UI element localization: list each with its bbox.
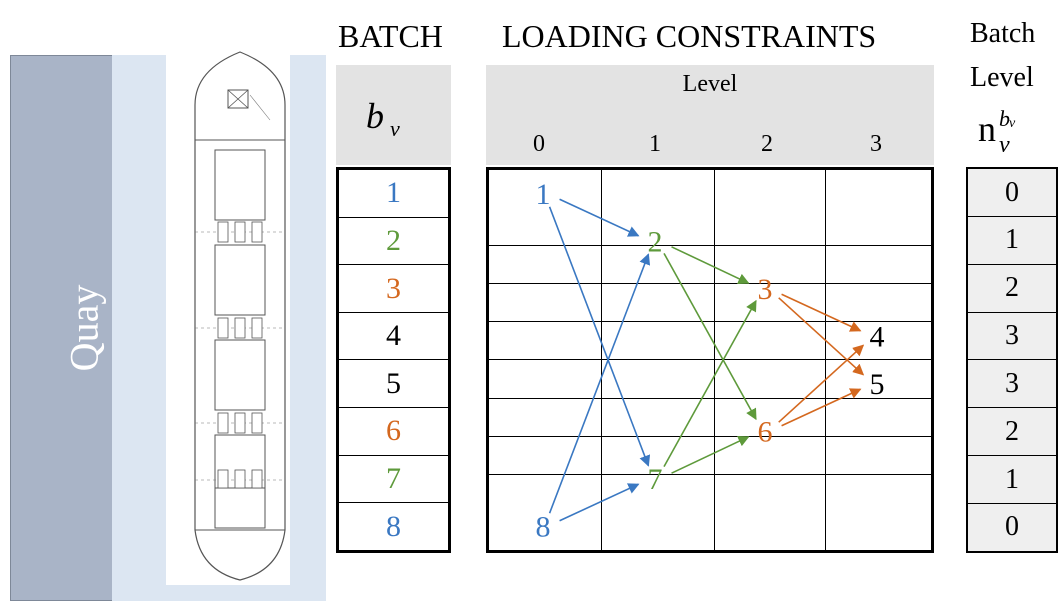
batch-node-6: 6 <box>758 415 773 448</box>
batch-level-cell: 3 <box>966 359 1058 409</box>
arrow-8-to-2 <box>548 253 651 514</box>
batch-node-1: 1 <box>536 178 551 211</box>
batch-cell: 2 <box>337 216 450 266</box>
batch-cell: 1 <box>337 168 450 218</box>
arrow-1-to-2 <box>559 198 640 237</box>
batch-level-cell: 0 <box>966 167 1058 218</box>
batch-node-5: 5 <box>870 368 885 401</box>
precedence-arrows <box>548 198 865 522</box>
level-grid <box>486 167 934 553</box>
arrow-6-to-5 <box>781 388 862 427</box>
arrow-3-to-5 <box>778 297 865 376</box>
batch-level-cell: 1 <box>966 455 1058 504</box>
arrow-8-to-7 <box>559 483 640 522</box>
batch-cell: 7 <box>337 454 450 504</box>
batch-level-cell: 0 <box>966 502 1058 553</box>
batch-header: BATCH <box>338 18 443 54</box>
arrow-7-to-6 <box>671 436 750 474</box>
level-col-2: 2 <box>761 131 773 157</box>
batch-node-4: 4 <box>870 320 885 353</box>
constraints-header: LOADING CONSTRAINTS <box>502 18 877 54</box>
level-col-0: 0 <box>533 131 545 157</box>
batch-node-7: 7 <box>648 463 663 496</box>
batch-level-cell: 3 <box>966 311 1058 361</box>
batch-table: 1 2 3 4 5 6 7 8 <box>336 167 451 553</box>
batch-node-2: 2 <box>648 225 663 258</box>
arrow-7-to-3 <box>663 299 757 468</box>
ship-diagram <box>194 51 286 581</box>
arrow-1-to-7 <box>548 206 651 467</box>
batch-nodes: 1 2 3 4 5 6 7 8 <box>536 178 885 544</box>
level-col-1: 1 <box>649 131 661 157</box>
arrow-2-to-3 <box>671 246 750 284</box>
batch-level-header-line2: Level <box>970 62 1034 93</box>
level-header-cell: Level 0 1 2 3 <box>486 65 934 165</box>
level-header-label: Level <box>682 71 738 97</box>
batch-cell: 8 <box>337 502 450 552</box>
batch-level-table: 0 1 2 3 3 2 1 0 <box>966 167 1058 553</box>
level-col-3: 3 <box>870 131 882 157</box>
batch-level-cell: 2 <box>966 407 1058 457</box>
arrow-3-to-4 <box>781 293 862 332</box>
batch-cell: 3 <box>337 264 450 313</box>
batch-cell: 6 <box>337 407 450 456</box>
level-symbol: n b v v <box>978 106 1016 158</box>
batch-cell: 4 <box>337 311 450 361</box>
arrow-6-to-4 <box>778 344 865 423</box>
batch-node-3: 3 <box>758 273 773 306</box>
batch-level-cell: 2 <box>966 263 1058 313</box>
batch-level-cell: 1 <box>966 216 1058 265</box>
batch-node-8: 8 <box>536 510 551 543</box>
arrow-2-to-6 <box>663 252 757 421</box>
batch-level-header-line1: Batch <box>970 18 1036 49</box>
